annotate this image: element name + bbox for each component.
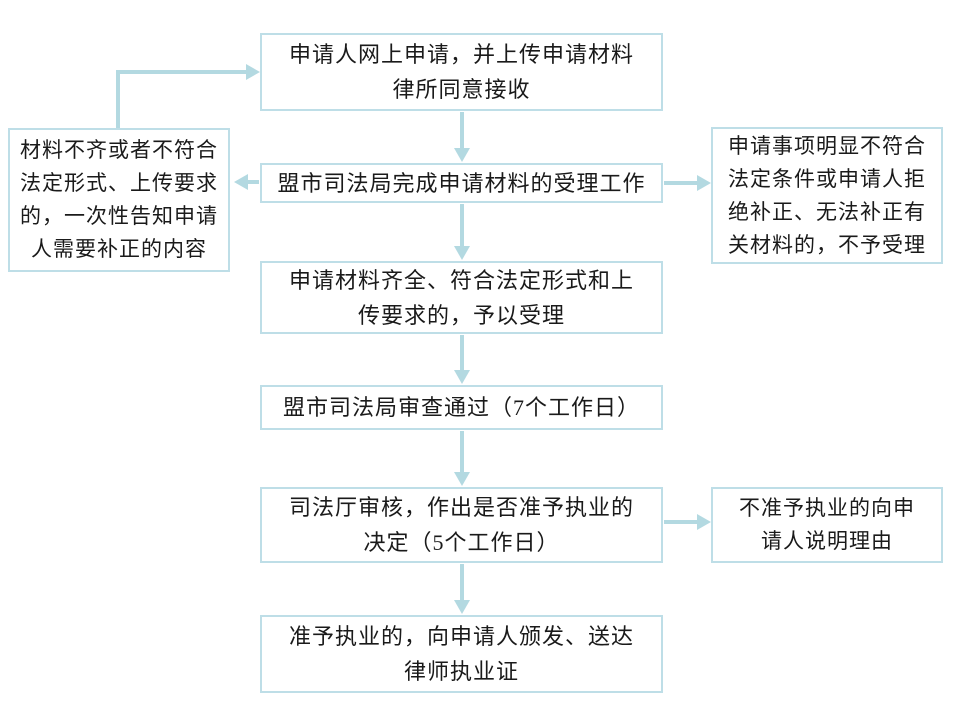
node-text-line: 司法厅审核，作出是否准予执业的 bbox=[288, 495, 634, 520]
node-text-line: 准予执业的，向申请人颁发、送达 bbox=[288, 624, 634, 649]
arrow-decision-to-issuance bbox=[454, 564, 470, 614]
arrow-acceptance-to-accepted bbox=[454, 204, 470, 260]
node-text-line: 法定形式、上传要求 bbox=[20, 171, 218, 195]
node-online-application: 申请人网上申请，并上传申请材料 律所同意接收 bbox=[260, 33, 663, 111]
node-text-line: 请人说明理由 bbox=[761, 529, 893, 553]
arrow-supplement-to-application bbox=[116, 64, 260, 129]
node-text-line: 关材料的，不予受理 bbox=[728, 232, 926, 257]
arrow-application-to-acceptance bbox=[454, 112, 470, 162]
node-text-line: 不准予执业的向申 bbox=[739, 496, 915, 520]
node-text-line: 申请人网上申请，并上传申请材料 bbox=[288, 42, 634, 67]
node-text-line: 盟市司法局审查通过（7个工作日） bbox=[282, 395, 640, 420]
arrow-decision-to-denial bbox=[664, 514, 711, 530]
node-text-line: 法定条件或申请人拒 bbox=[728, 166, 926, 191]
node-license-issuance: 准予执业的，向申请人颁发、送达 律师执业证 bbox=[260, 615, 663, 693]
node-text-line: 申请材料齐全、符合法定形式和上 bbox=[288, 267, 634, 293]
arrow-acceptance-to-rejection bbox=[664, 175, 711, 191]
node-text-line: 的，一次性告知申请 bbox=[20, 204, 218, 228]
node-acceptance-processing: 盟市司法局完成申请材料的受理工作 bbox=[260, 163, 663, 203]
node-denial-explanation: 不准予执业的向申 请人说明理由 bbox=[711, 487, 943, 563]
node-text-line: 申请事项明显不符合 bbox=[728, 133, 926, 158]
node-text-line: 人需要补正的内容 bbox=[31, 237, 207, 261]
node-text-line: 材料不齐或者不符合 bbox=[20, 138, 218, 162]
node-accepted: 申请材料齐全、符合法定形式和上 传要求的，予以受理 bbox=[260, 261, 663, 334]
node-city-review: 盟市司法局审查通过（7个工作日） bbox=[260, 385, 663, 430]
node-rejection-notice: 申请事项明显不符合 法定条件或申请人拒 绝补正、无法补正有 关材料的，不予受理 bbox=[711, 127, 943, 264]
node-text-line: 绝补正、无法补正有 bbox=[728, 199, 926, 224]
node-department-decision: 司法厅审核，作出是否准予执业的 决定（5个工作日） bbox=[260, 487, 663, 563]
arrow-cityreview-to-decision bbox=[454, 431, 470, 486]
node-text-line: 律师执业证 bbox=[403, 659, 519, 684]
node-supplement-notice: 材料不齐或者不符合 法定形式、上传要求 的，一次性告知申请 人需要补正的内容 bbox=[8, 128, 230, 272]
arrow-acceptance-to-supplement bbox=[234, 174, 259, 190]
node-text-line: 决定（5个工作日） bbox=[363, 530, 560, 555]
node-text-line: 盟市司法局完成申请材料的受理工作 bbox=[277, 170, 646, 196]
node-text-line: 律所同意接收 bbox=[392, 77, 531, 102]
arrow-accepted-to-cityreview bbox=[454, 335, 470, 384]
node-text-line: 传要求的，予以受理 bbox=[357, 302, 565, 328]
